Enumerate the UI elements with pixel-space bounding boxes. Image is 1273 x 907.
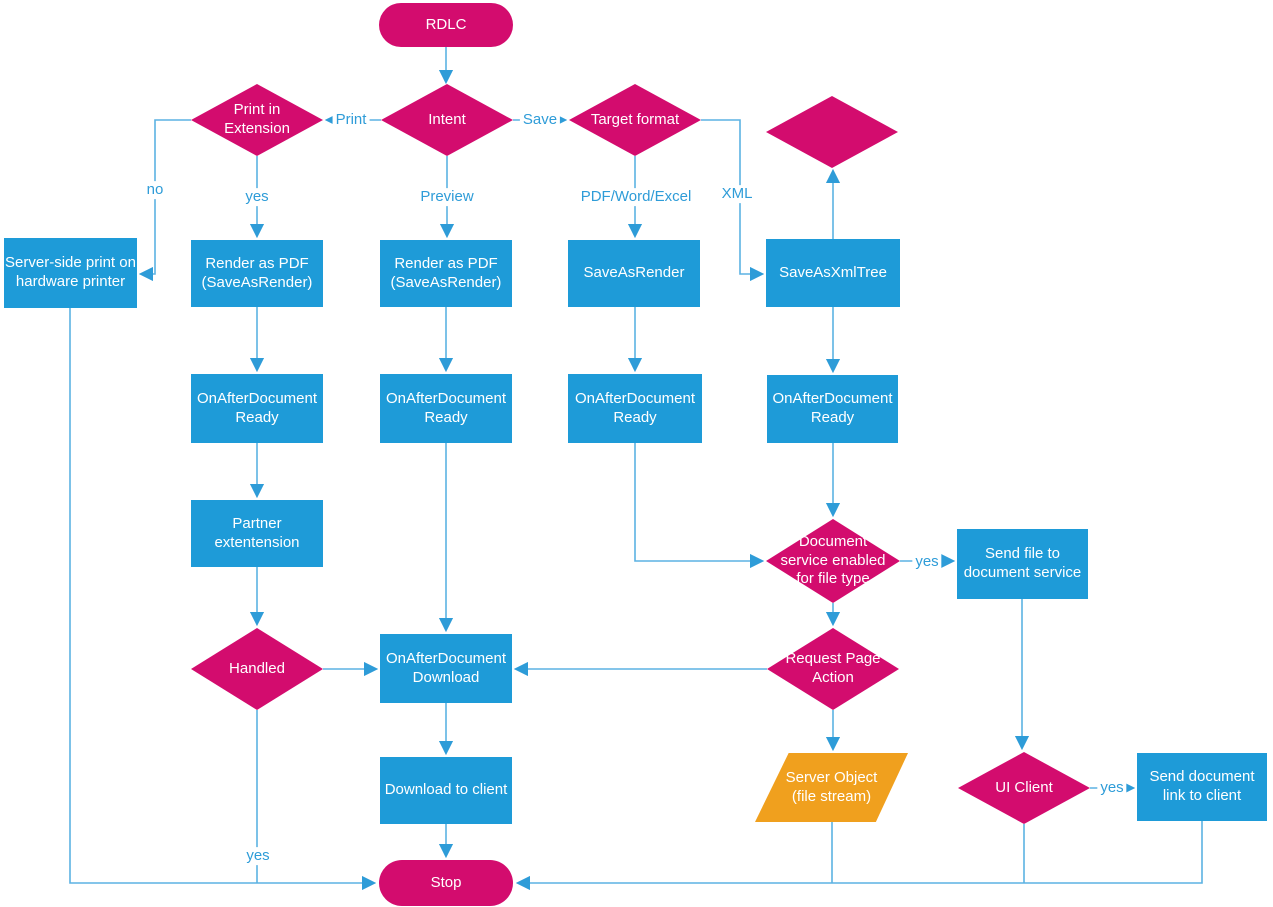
node-print-in-extension-decision: Print in Extension	[191, 84, 323, 156]
node-on-after-document-ready-xml: OnAfterDocument Ready	[767, 375, 898, 443]
edge-label-yes-ui-client: yes	[1097, 779, 1127, 797]
node-on-after-document-ready-preview: OnAfterDocument Ready	[380, 374, 512, 443]
node-unlabeled-decision	[766, 96, 898, 168]
node-intent-decision: Intent	[381, 84, 513, 156]
edge-server-side-print-stop	[69, 308, 377, 891]
node-request-page-action-decision: Request Page Action	[767, 628, 899, 710]
edge-label-yes-document-service: yes	[912, 553, 942, 571]
node-partner-extension: Partner extentension	[191, 500, 323, 567]
edge-label-preview: Preview	[417, 188, 477, 206]
node-stop-label: Stop	[430, 873, 462, 891]
edge-label-pdf-word-excel: PDF/Word/Excel	[577, 188, 695, 206]
node-server-object-data: Server Object (file stream)	[755, 753, 908, 822]
node-render-pdf-print: Render as PDF (SaveAsRender)	[191, 240, 323, 307]
node-rdlc-label: RDLC	[425, 15, 467, 33]
node-handled-decision: Handled	[191, 628, 323, 710]
node-download-to-client: Download to client	[380, 757, 512, 824]
node-on-after-document-download: OnAfterDocument Download	[380, 634, 512, 703]
node-ui-client-decision: UI Client	[958, 752, 1090, 824]
node-on-after-document-ready-print: OnAfterDocument Ready	[191, 374, 323, 443]
edge-send-document-link-stop	[515, 821, 1203, 891]
node-render-pdf-preview: Render as PDF (SaveAsRender)	[380, 240, 512, 307]
node-document-service-enabled-decision: Document service enabled for file type	[766, 519, 900, 603]
node-stop-end: Stop	[379, 860, 513, 906]
edge-label-yes-handled: yes	[243, 847, 273, 865]
node-target-format-decision: Target format	[569, 84, 701, 156]
edge-label-no-print-extension: no	[143, 181, 167, 199]
node-send-document-link: Send document link to client	[1137, 753, 1267, 821]
edge-label-xml: XML	[718, 185, 756, 203]
edge-label-yes-print-extension: yes	[242, 188, 272, 206]
node-on-after-document-ready-save: OnAfterDocument Ready	[568, 374, 702, 443]
edge-label-print: Print	[332, 111, 370, 129]
diamond-shape	[766, 96, 898, 168]
node-rdlc-start: RDLC	[379, 3, 513, 47]
edge-label-save: Save	[519, 111, 561, 129]
node-save-as-render: SaveAsRender	[568, 240, 700, 307]
edge-oadr-save-document-service-enabled	[634, 443, 765, 569]
node-server-side-print: Server-side print on hardware printer	[4, 238, 137, 308]
node-save-as-xml-tree: SaveAsXmlTree	[766, 239, 900, 307]
node-send-file-to-document-service: Send file to document service	[957, 529, 1088, 599]
